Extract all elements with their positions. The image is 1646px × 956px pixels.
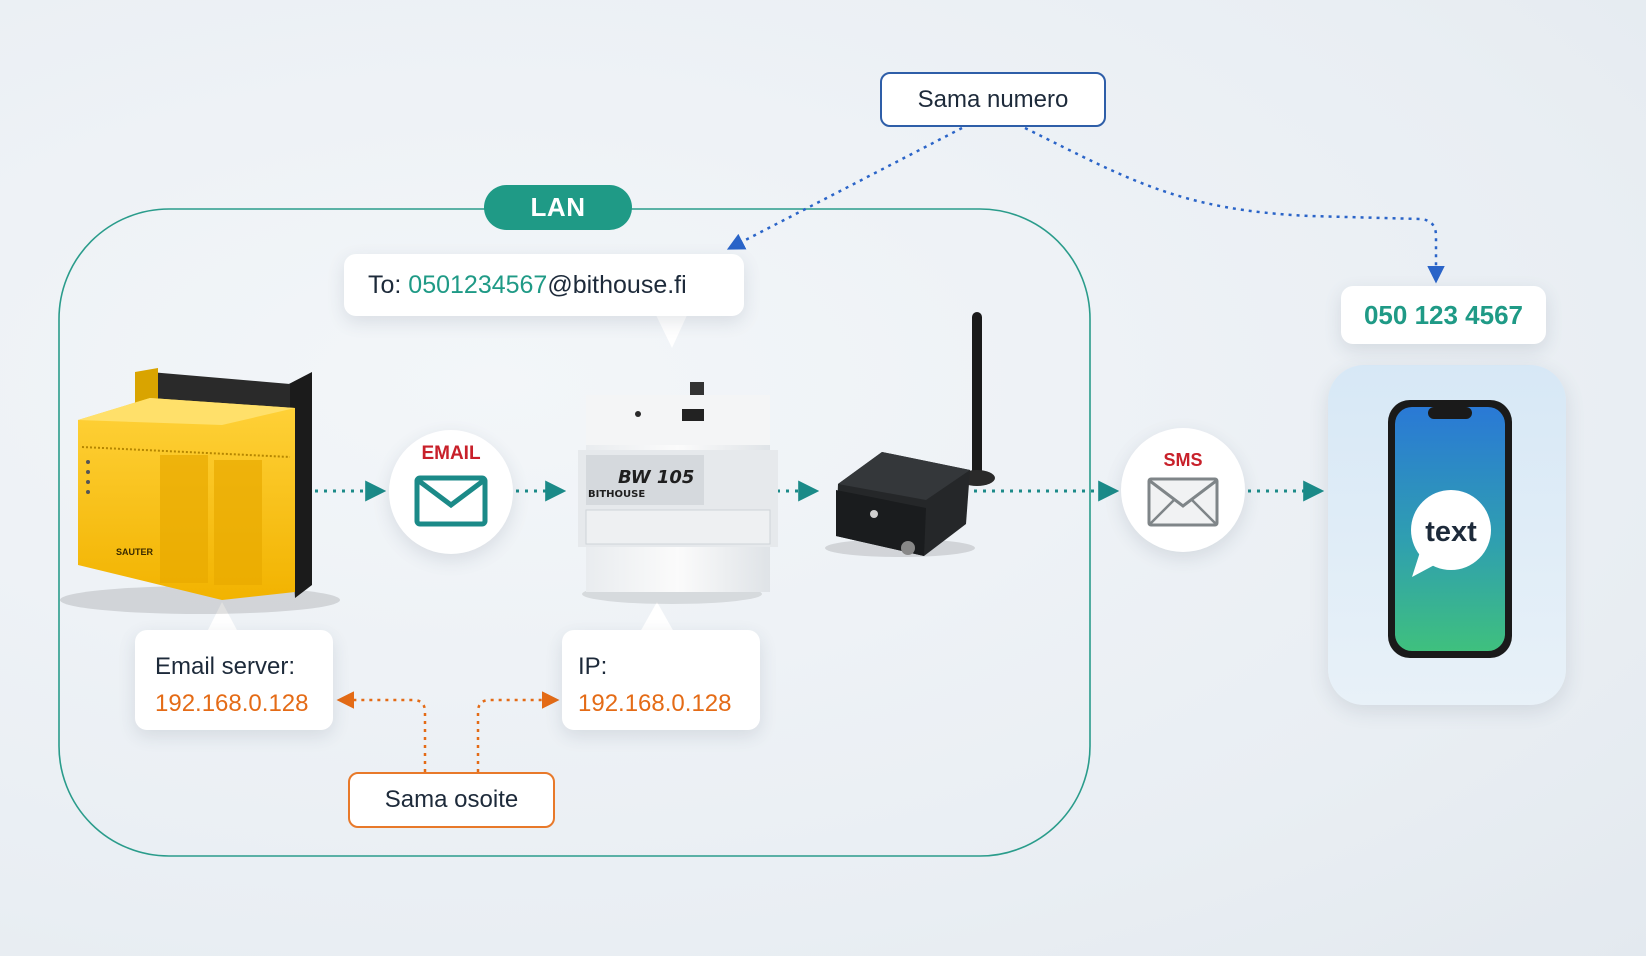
arrow-osoite-to-server [336, 691, 427, 772]
ip-tail [640, 602, 674, 632]
bw105-gateway: BW 105 BITHOUSE [578, 382, 778, 604]
arrow-osoite-to-ip [476, 691, 560, 772]
envelope-icon [414, 475, 488, 527]
server-tail [207, 602, 238, 632]
email-server-label: Email server: [155, 653, 296, 680]
chat-bubble-text: text [1425, 516, 1477, 548]
arrow-numero-to-recipient [726, 126, 963, 250]
recipient-number: 0501234567 [408, 271, 548, 299]
email-badge: EMAIL [389, 430, 513, 554]
recipient-prefix: To: [368, 271, 409, 299]
sauter-controller: SAUTER [60, 368, 340, 614]
gateway-model: BW 105 [618, 467, 694, 488]
gsm-modem [825, 312, 995, 557]
smartphone: text [1388, 400, 1512, 658]
email-server-box: Email server: 192.168.0.128 [135, 630, 333, 730]
email-badge-label: EMAIL [421, 443, 481, 464]
recipient-tail [655, 313, 688, 348]
same-address-note: Sama osoite [348, 772, 555, 828]
same-number-note: Sama numero [880, 72, 1106, 127]
sms-badge-label: SMS [1163, 450, 1203, 470]
gateway-brand: BITHOUSE [588, 489, 645, 500]
chat-bubble-icon [1411, 490, 1491, 570]
phone-number-box: 050 123 4567 [1341, 286, 1546, 344]
gateway-ip-label: IP: [578, 653, 608, 680]
recipient-address-box: To: 0501234567@bithouse.fi [344, 254, 744, 316]
gateway-ip-box: IP: 192.168.0.128 [562, 630, 760, 730]
email-server-ip: 192.168.0.128 [155, 690, 309, 717]
recipient-domain: @bithouse.fi [547, 271, 687, 299]
envelope-icon [1147, 477, 1219, 527]
sms-badge: SMS [1121, 428, 1245, 552]
gateway-ip-value: 192.168.0.128 [578, 690, 732, 717]
arrow-numero-to-phone [1024, 126, 1445, 284]
lan-label: LAN [484, 185, 632, 230]
controller-brand: SAUTER [116, 547, 154, 557]
